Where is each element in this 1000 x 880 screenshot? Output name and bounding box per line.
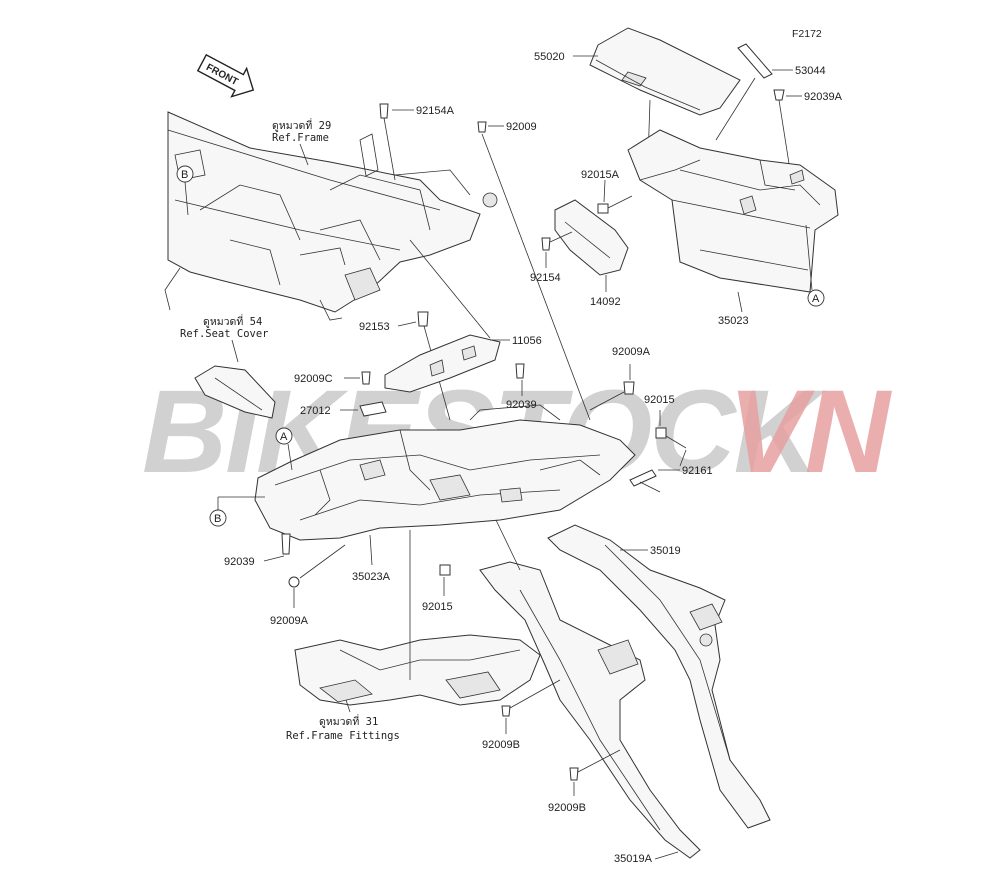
part-92015-mid-illustration xyxy=(439,564,451,576)
ref-frame-fittings-en: Ref.Frame Fittings xyxy=(286,730,400,742)
ref-seat-cover-th: ดูหมวดที่ 54 xyxy=(203,314,262,328)
seat-cover-bracket-illustration xyxy=(194,365,276,419)
part-35019A-illustration xyxy=(479,561,701,859)
label-11056: 11056 xyxy=(512,335,542,347)
label-92009A-top: 92009A xyxy=(612,346,651,358)
label-92009B-1: 92009B xyxy=(482,739,520,751)
part-92009A-top-illustration xyxy=(623,381,635,395)
part-92154-illustration xyxy=(541,237,551,251)
callout-a-box-label: A xyxy=(812,293,820,305)
part-14092-illustration xyxy=(554,199,629,276)
label-92154A: 92154A xyxy=(416,105,455,117)
watermark-text-accent: VN xyxy=(728,366,893,498)
part-92153-illustration xyxy=(417,311,429,327)
label-92015-mid: 92015 xyxy=(422,601,453,613)
ref-frame-fittings-th: ดูหมวดที่ 31 xyxy=(319,714,378,728)
ref-seat-cover-en: Ref.Seat Cover xyxy=(180,328,269,340)
frame-fittings-illustration xyxy=(294,634,541,706)
front-arrow-icon: FRONT xyxy=(196,53,255,98)
callout-b-fender-label: B xyxy=(214,513,221,525)
part-92009B-2-illustration xyxy=(569,767,579,781)
label-92039-mid: 92039 xyxy=(506,399,537,411)
ref-frame-th: ดูหมวดที่ 29 xyxy=(272,118,331,132)
label-53044: 53044 xyxy=(795,65,826,77)
part-35023-illustration xyxy=(627,129,839,293)
figure-id: F2172 xyxy=(792,28,822,40)
callout-a-fender-label: A xyxy=(280,431,288,443)
part-11056-illustration xyxy=(384,334,501,393)
callout-b-fender: B xyxy=(209,496,265,527)
part-53044-illustration xyxy=(737,43,773,79)
part-92039-mid-illustration xyxy=(515,363,525,379)
label-92009B-2: 92009B xyxy=(548,802,586,814)
label-92009A-bottom: 92009A xyxy=(270,615,309,627)
label-92015-right: 92015 xyxy=(644,394,675,406)
part-92009C-illustration xyxy=(361,371,371,385)
part-35023A-illustration xyxy=(254,404,636,541)
callout-a-box: A xyxy=(805,224,825,307)
frame-illustration xyxy=(164,111,498,321)
label-92161: 92161 xyxy=(682,465,713,477)
label-35019: 35019 xyxy=(650,545,681,557)
label-27012: 27012 xyxy=(300,405,331,417)
label-92039A: 92039A xyxy=(804,91,843,103)
callout-b-frame: B xyxy=(176,165,194,216)
label-92009C: 92009C xyxy=(294,373,333,385)
label-92039-left: 92039 xyxy=(224,556,255,568)
callout-a-fender: A xyxy=(275,427,293,471)
label-92009: 92009 xyxy=(506,121,537,133)
label-14092: 14092 xyxy=(590,296,621,308)
label-92153: 92153 xyxy=(359,321,390,333)
callout-b-frame-label: B xyxy=(181,169,188,181)
label-35023A: 35023A xyxy=(352,571,391,583)
part-92154A-illustration xyxy=(379,103,389,119)
part-92009B-1-illustration xyxy=(501,705,511,717)
part-92039A-illustration xyxy=(773,89,785,101)
part-92015-right-illustration xyxy=(655,427,667,439)
part-35019-illustration xyxy=(547,524,771,829)
label-35019A: 35019A xyxy=(614,853,653,865)
label-35023: 35023 xyxy=(718,315,749,327)
part-92015A-illustration xyxy=(597,203,609,214)
part-92161-illustration xyxy=(629,469,657,487)
part-92039-left-illustration xyxy=(281,533,291,555)
label-55020: 55020 xyxy=(534,51,565,63)
part-92009A-bottom-illustration xyxy=(288,576,300,588)
part-55020-illustration xyxy=(589,27,741,116)
part-27012-illustration xyxy=(359,401,387,417)
ref-frame-en: Ref.Frame xyxy=(272,132,329,144)
part-92009-illustration xyxy=(477,121,487,133)
label-92015A: 92015A xyxy=(581,169,620,181)
